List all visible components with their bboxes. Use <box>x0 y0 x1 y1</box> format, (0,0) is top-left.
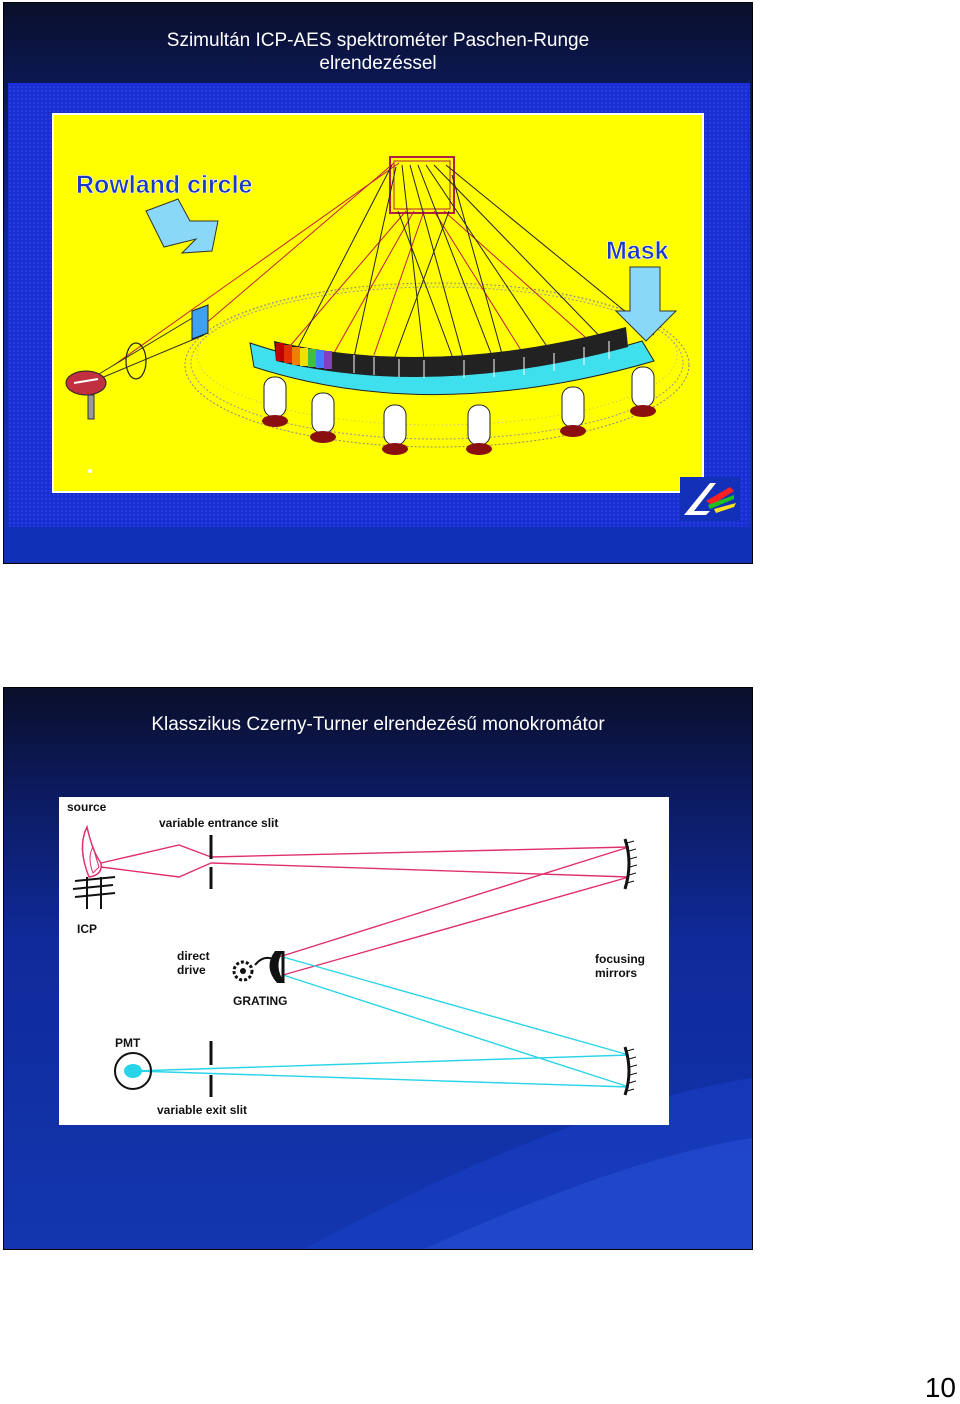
pmt-tube <box>466 404 492 455</box>
entrance-ray-2 <box>93 334 205 382</box>
rowland-arrow <box>145 198 219 254</box>
pmt-tube <box>262 376 288 427</box>
slide-paschen-runge: Szimultán ICP-AES spektrométer Paschen-R… <box>3 2 753 564</box>
cyan-rays <box>134 956 630 1088</box>
icp-coil <box>72 876 116 909</box>
grating <box>269 951 285 983</box>
pmt-window <box>124 1064 142 1078</box>
pmt-tube <box>382 404 408 455</box>
dot <box>88 469 92 473</box>
rowland-circle-top <box>196 284 678 426</box>
flame-inner <box>89 845 100 874</box>
grating-box <box>389 156 455 214</box>
page-number: 10 <box>924 1372 956 1403</box>
entrance-slit-plate <box>191 304 209 340</box>
focusing-mirror-top <box>623 838 631 890</box>
black-rays <box>293 164 655 362</box>
pmt-tube <box>310 392 336 443</box>
pmt-tubes <box>262 366 656 455</box>
pmt-tube <box>560 386 586 437</box>
torch-top <box>65 370 107 396</box>
label-drive: drive <box>177 963 206 977</box>
label-direct: direct <box>177 949 210 963</box>
rowland-diagram: Rowland circle Mask <box>52 113 704 493</box>
mirror-hatch-bottom <box>626 1048 638 1092</box>
drive-gear-hub <box>240 968 246 974</box>
pmt-tube <box>630 366 656 417</box>
label-icp: ICP <box>77 922 97 936</box>
slide-title: Klasszikus Czerny-Turner elrendezésű mon… <box>151 714 605 735</box>
mask-arrow <box>614 266 678 342</box>
slide-title: Szimultán ICP-AES spektrométer Paschen-R… <box>4 29 752 75</box>
title-line-1: Szimultán ICP-AES spektrométer Paschen-R… <box>166 30 590 51</box>
rowland-diagram-svg: Rowland circle Mask <box>65 156 690 473</box>
label-mirrors: mirrors <box>595 966 637 980</box>
bottom-band <box>4 527 752 563</box>
label-grating: GRATING <box>233 994 287 1008</box>
pmt-icon <box>114 1052 152 1090</box>
red-rays <box>100 844 630 976</box>
mask-label: Mask <box>606 237 669 265</box>
rowland-circle-inner <box>190 286 684 440</box>
mirror-hatch-top <box>626 840 638 884</box>
rowland-circle-outer <box>184 282 690 448</box>
label-pmt: PMT <box>115 1036 141 1050</box>
label-entrance-slit: variable entrance slit <box>159 816 278 830</box>
slide-czerny-turner: Klasszikus Czerny-Turner elrendezésű mon… <box>3 687 753 1250</box>
torch-stand <box>87 394 95 420</box>
title-line-2: elrendezéssel <box>319 53 437 74</box>
rowland-label: Rowland circle <box>76 171 253 199</box>
logo <box>680 477 740 521</box>
mask-slits <box>353 341 610 378</box>
torch-stripe <box>73 378 99 384</box>
logo-svg <box>680 477 740 521</box>
spectrum-colors <box>276 343 332 369</box>
czerny-turner-diagram: source variable entrance slit ICP direct… <box>59 797 669 1125</box>
mask-strip <box>274 327 628 378</box>
czerny-turner-svg: source variable entrance slit ICP direct… <box>67 800 645 1117</box>
label-source: source <box>67 800 107 814</box>
drive-link <box>254 956 274 966</box>
entrance-ray-1 <box>93 310 205 378</box>
lens <box>125 342 147 380</box>
label-focusing: focusing <box>595 952 645 966</box>
label-exit-slit: variable exit slit <box>157 1103 247 1117</box>
drive-gear <box>232 960 254 982</box>
focusing-mirror-bottom <box>623 1046 631 1096</box>
red-rays <box>113 162 595 366</box>
